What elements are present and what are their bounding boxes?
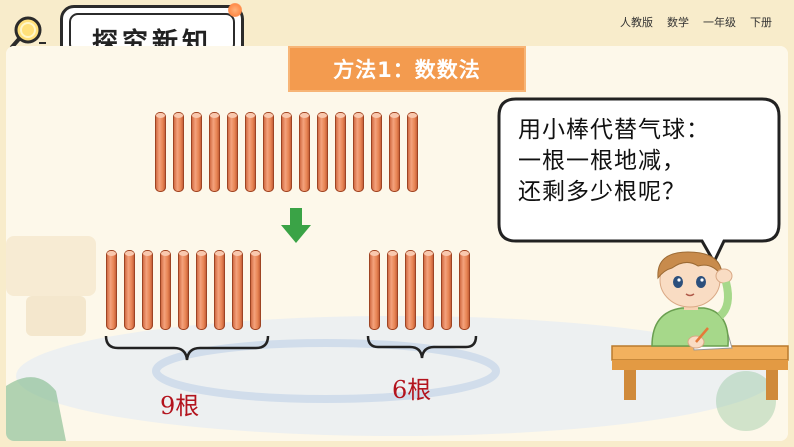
down-arrow-icon xyxy=(281,208,311,243)
student-illustration xyxy=(611,251,789,400)
stick xyxy=(459,250,470,330)
stick xyxy=(407,112,418,192)
nav-grade[interactable]: 一年级 xyxy=(703,16,736,29)
stick xyxy=(178,250,189,330)
stick xyxy=(371,112,382,192)
method-banner: 方法1：数数法 xyxy=(288,46,526,92)
stick xyxy=(209,112,220,192)
stick xyxy=(155,112,166,192)
left-count-label: 9根 xyxy=(160,392,200,420)
stick xyxy=(423,250,434,330)
stick xyxy=(353,112,364,192)
speech-bubble xyxy=(497,97,781,266)
speech-text: 用小棒代替气球： 一根一根地减， 还剩多少根呢？ xyxy=(518,115,788,208)
stick xyxy=(405,250,416,330)
stick xyxy=(142,250,153,330)
stick xyxy=(317,112,328,192)
stick xyxy=(196,250,207,330)
stick xyxy=(387,250,398,330)
stick-row-top xyxy=(155,112,425,192)
stick xyxy=(124,250,135,330)
stick xyxy=(335,112,346,192)
decor-dot xyxy=(228,3,242,17)
speech-line-2: 一根一根地减， xyxy=(518,148,686,174)
nav-subject[interactable]: 数学 xyxy=(667,16,689,29)
speech-line-1: 用小棒代替气球： xyxy=(518,117,710,143)
stick xyxy=(173,112,184,192)
stick xyxy=(160,250,171,330)
stick xyxy=(214,250,225,330)
stick xyxy=(191,112,202,192)
right-count-label: 6根 xyxy=(392,376,432,404)
brace-right xyxy=(366,335,478,359)
stick xyxy=(263,112,274,192)
stick xyxy=(106,250,117,330)
stick xyxy=(232,250,243,330)
stick xyxy=(299,112,310,192)
nav-publisher[interactable]: 人教版 xyxy=(620,16,653,29)
stick-row-left xyxy=(106,250,268,330)
stick xyxy=(441,250,452,330)
stick xyxy=(227,112,238,192)
stick xyxy=(250,250,261,330)
stick-row-right xyxy=(369,250,477,330)
speech-line-3: 还剩多少根呢？ xyxy=(518,179,686,205)
stick xyxy=(369,250,380,330)
stick xyxy=(281,112,292,192)
stick xyxy=(245,112,256,192)
brace-left xyxy=(104,335,270,361)
nav-volume[interactable]: 下册 xyxy=(750,16,772,29)
magnifier-icon xyxy=(10,16,46,49)
stick xyxy=(389,112,400,192)
top-nav: 人教版 数学 一年级 下册 xyxy=(620,14,772,30)
